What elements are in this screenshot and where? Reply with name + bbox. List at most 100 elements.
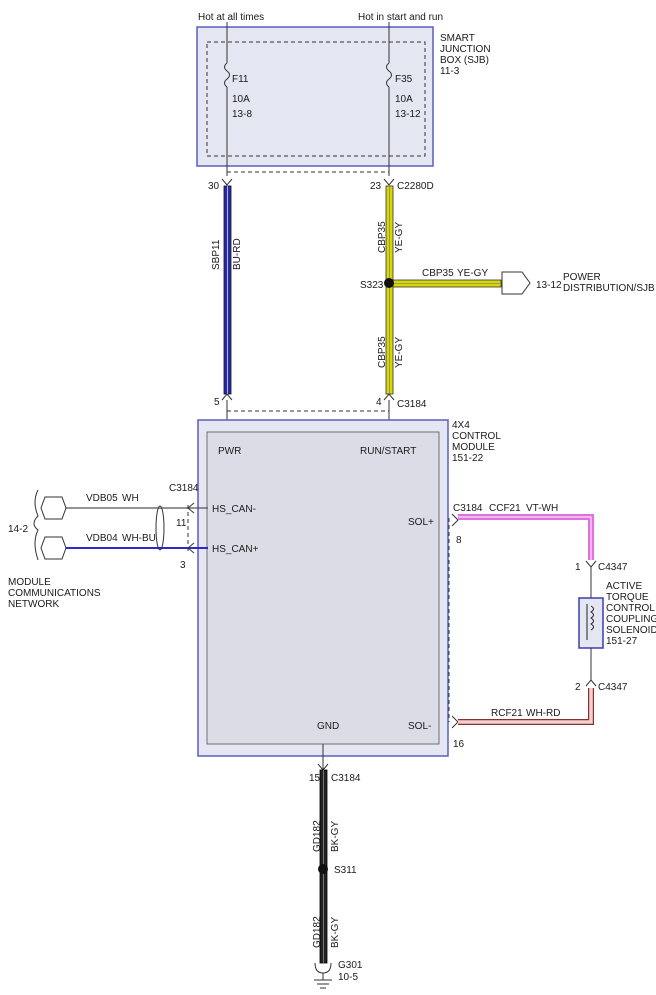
fuse-f35-ref: 13-12 xyxy=(395,109,421,120)
wire-gd182-upper-color: BK-GY xyxy=(330,821,341,852)
twisted-pair-icon xyxy=(155,505,165,551)
wire-rcf21-color: WH-RD xyxy=(526,708,560,719)
fuse-f11-rating: 10A xyxy=(232,94,250,105)
fuse-f11-ref: 13-8 xyxy=(232,109,252,120)
solenoid-pin-1: 1 xyxy=(575,562,581,573)
wire-rcf21 xyxy=(458,688,594,725)
solenoid-label-line1: ACTIVE xyxy=(606,581,642,592)
splice-s323: S323 xyxy=(360,280,384,291)
sjb-connector-c2280d: C2280D xyxy=(397,181,434,192)
module-pin4-connector-icon xyxy=(383,393,395,401)
sjb-label-line4: 11-3 xyxy=(440,66,460,77)
splice-s311-dot xyxy=(318,864,328,874)
wire-cbp35-upper-circuit: CBP35 xyxy=(377,221,388,253)
network-line3: NETWORK xyxy=(8,599,59,610)
can-minus-connector-icon xyxy=(187,502,195,514)
fuse-f35-rating: 10A xyxy=(395,94,413,105)
wire-vdb04-circuit: VDB04 xyxy=(86,533,118,544)
wire-vdb05-color: WH xyxy=(122,493,139,504)
module-pin-4: 4 xyxy=(376,397,382,408)
wire-vdb04-color: WH-BU xyxy=(122,533,156,544)
can-vdb04-connector-icon xyxy=(40,536,67,560)
solenoid-label-line5: SOLENOID xyxy=(606,625,656,636)
smart-junction-box xyxy=(196,26,434,167)
module-pwr-label: PWR xyxy=(218,446,241,457)
fuse-f35-name: F35 xyxy=(395,74,413,85)
can-plus-connector-icon xyxy=(187,542,195,554)
branch-color: YE-GY xyxy=(457,268,488,279)
solenoid-bottom-connector-icon xyxy=(585,679,597,687)
wire-vdb05-circuit: VDB05 xyxy=(86,493,118,504)
fuse-f35-icon xyxy=(386,62,392,88)
sol-plus-connector: C3184 xyxy=(453,503,483,514)
solenoid-label-line2: TORQUE xyxy=(606,592,649,603)
sjb-pin-23: 23 xyxy=(370,181,382,192)
sjb-pin23-connector-icon xyxy=(383,178,395,186)
sol-plus-pin: 8 xyxy=(456,535,462,546)
sol-plus-connector-icon xyxy=(451,513,459,527)
solenoid-pin-2: 2 xyxy=(575,682,581,693)
module-sol-minus: SOL- xyxy=(408,721,431,732)
module-pin5-connector-icon xyxy=(221,393,233,401)
wire-sbp11-color: BU-RD xyxy=(232,238,243,270)
power-dist-line2: DISTRIBUTION/SJB xyxy=(563,283,655,294)
fuse-f11-name: F11 xyxy=(232,74,249,85)
wire-rcf21-circuit: RCF21 xyxy=(491,708,523,719)
module-label-line4: 151-22 xyxy=(452,453,484,464)
solenoid-label-line3: CONTROL xyxy=(606,603,655,614)
module-label-line1: 4X4 xyxy=(452,420,470,431)
wire-ccf21-color: VT-WH xyxy=(526,503,558,514)
solenoid-coil-icon xyxy=(578,597,604,649)
module-label-line3: MODULE xyxy=(452,442,495,453)
ground-ref: 10-5 xyxy=(338,972,358,983)
wire-cbp35-lower-circuit: CBP35 xyxy=(377,336,388,368)
can-vdb05-connector-icon xyxy=(40,496,67,520)
solenoid-label-line6: 151-27 xyxy=(606,636,638,647)
branch-ref: 13-12 xyxy=(536,280,562,291)
module-hs-can-plus: HS_CAN+ xyxy=(212,544,259,555)
sol-minus-connector-icon xyxy=(451,715,459,729)
wire-gd182-lower-circuit: GD182 xyxy=(312,916,323,948)
wire-ccf21-stripe xyxy=(458,516,592,560)
module-run-start-label: RUN/START xyxy=(360,446,416,457)
module-label-line2: CONTROL xyxy=(452,431,501,442)
can-pin-11: 11 xyxy=(176,518,187,529)
wire-cbp35-lower-color: YE-GY xyxy=(394,337,405,368)
solenoid-connector-bottom: C4347 xyxy=(598,682,628,693)
module-top-connector: C3184 xyxy=(397,399,427,410)
network-brace-icon xyxy=(33,489,39,561)
wire-ccf21-circuit: CCF21 xyxy=(489,503,521,514)
power-distribution-connector-icon xyxy=(501,271,531,295)
sjb-pin30-connector-icon xyxy=(221,178,233,186)
solenoid-top-connector-icon xyxy=(585,560,597,568)
wire-sbp11-circuit: SBP11 xyxy=(211,239,222,270)
splice-s323-dot xyxy=(384,278,394,288)
module-pin-5: 5 xyxy=(214,397,220,408)
sjb-label-line1: SMART xyxy=(440,33,475,44)
module-sol-plus: SOL+ xyxy=(408,517,434,528)
power-dist-line1: POWER xyxy=(563,272,601,283)
wire-gd182-upper-circuit: GD182 xyxy=(312,820,323,852)
solenoid-label-line4: COUPLING xyxy=(606,614,656,625)
feed-hot-at-all-times: Hot at all times xyxy=(198,12,264,23)
wire-gd182-lower-color: BK-GY xyxy=(330,917,341,948)
network-line1: MODULE xyxy=(8,577,51,588)
can-ref: 14-2 xyxy=(8,524,28,535)
branch-circuit: CBP35 xyxy=(422,268,454,279)
network-line2: COMMUNICATIONS xyxy=(8,588,101,599)
wire-ccf21 xyxy=(458,514,594,560)
module-hs-can-minus: HS_CAN- xyxy=(212,504,256,515)
sjb-pin-30: 30 xyxy=(208,181,220,192)
solenoid-connector-top: C4347 xyxy=(598,562,628,573)
sol-minus-pin: 16 xyxy=(453,739,465,750)
can-connector: C3184 xyxy=(169,483,199,494)
4x4-control-module xyxy=(197,419,449,757)
splice-s311: S311 xyxy=(334,865,357,876)
sjb-label-line3: BOX (SJB) xyxy=(440,55,489,66)
ground-symbol-icon xyxy=(314,962,332,989)
feed-hot-in-start-run: Hot in start and run xyxy=(358,12,443,23)
ground-point-g301: G301 xyxy=(338,960,363,971)
fuse-f11-icon xyxy=(224,62,230,88)
wire-rcf21-fill xyxy=(458,688,593,724)
